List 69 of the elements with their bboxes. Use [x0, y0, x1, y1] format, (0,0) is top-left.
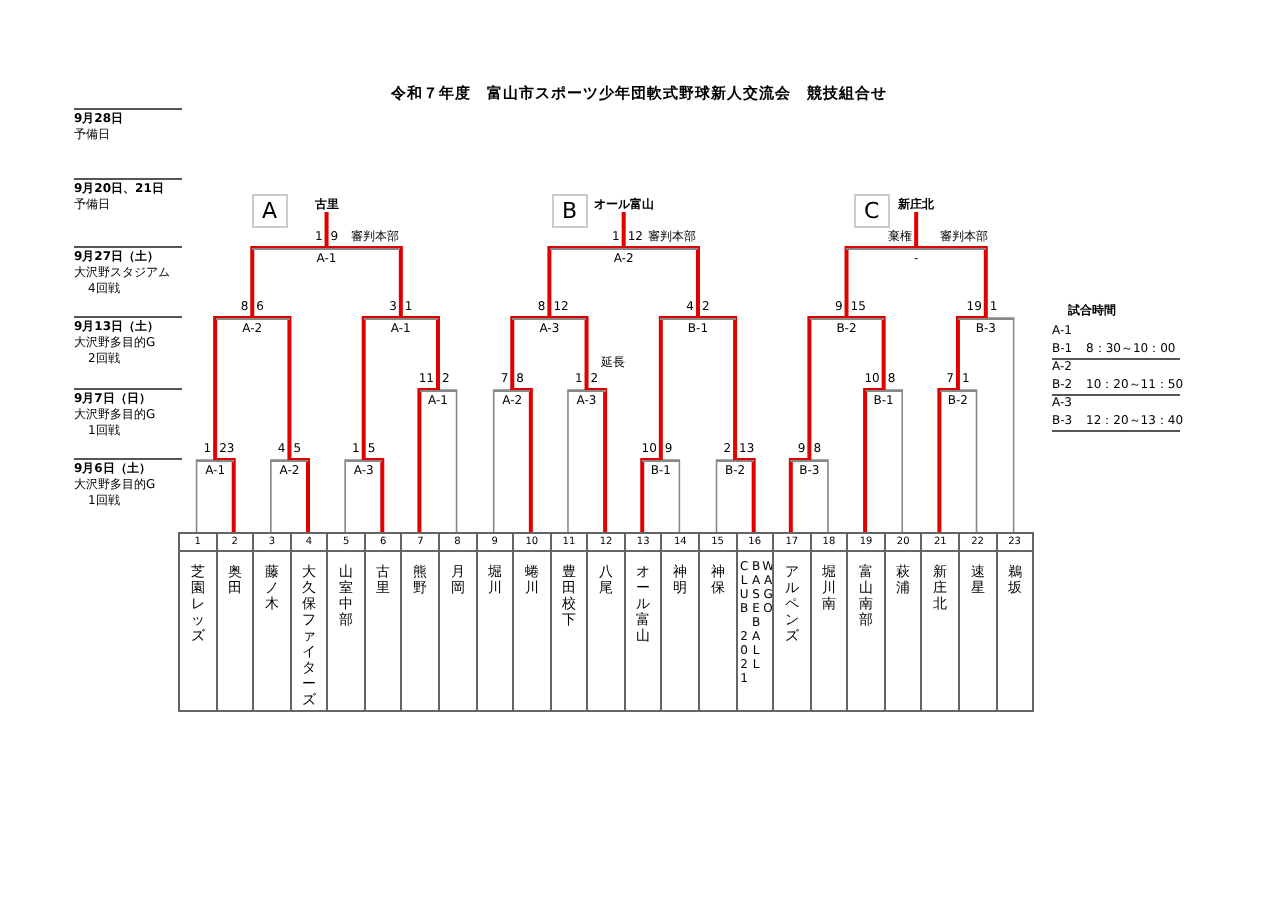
team-column [735, 532, 775, 712]
bracket-line [326, 246, 403, 318]
bracket-line [735, 458, 756, 532]
bracket-line [492, 389, 514, 533]
team-column [326, 532, 366, 712]
bracket-line [914, 212, 919, 248]
team-column [215, 532, 255, 712]
bracket-line [846, 316, 886, 390]
team-column [660, 532, 700, 712]
bracket-line [361, 316, 401, 460]
bracket-line [547, 246, 624, 318]
team-column [920, 532, 960, 712]
team-column [549, 532, 589, 712]
bracket-line [363, 458, 385, 532]
bracket-line [623, 246, 700, 318]
bracket-line [955, 316, 986, 390]
team-column [437, 532, 478, 712]
bracket-line [844, 246, 917, 318]
bracket-line [510, 316, 550, 390]
team-column [475, 532, 515, 712]
bracket-line [512, 388, 533, 532]
team-column [252, 532, 292, 712]
bracket-line [788, 458, 810, 532]
team-column [697, 532, 738, 712]
bracket-line [213, 316, 253, 460]
team-column [883, 532, 923, 712]
bracket-line [640, 458, 661, 532]
team-column [623, 532, 663, 712]
team-column [586, 532, 626, 712]
team-column [289, 532, 329, 712]
bracket-line [715, 459, 736, 533]
team-column [957, 532, 998, 712]
team-column [400, 532, 440, 712]
bracket-line [324, 212, 329, 248]
block-letter: B [552, 194, 588, 228]
bracket-line [985, 317, 1015, 533]
team-column [363, 532, 403, 712]
team-column [512, 532, 552, 712]
bracket-line [863, 388, 884, 532]
bracket-line [586, 388, 608, 532]
bracket-line [697, 316, 738, 460]
bracket-line [289, 458, 310, 532]
bracket-line [344, 459, 365, 533]
team-column [772, 532, 812, 712]
team-column [178, 532, 218, 712]
bracket-line [195, 459, 216, 533]
bracket-line [437, 389, 458, 533]
bracket-line [658, 316, 698, 460]
bracket-line [567, 389, 588, 533]
bracket-line [252, 316, 292, 460]
bracket-line [882, 389, 904, 533]
bracket-line [660, 459, 681, 533]
bracket-line [270, 459, 291, 533]
bracket-line [937, 388, 958, 532]
bracket-line [215, 458, 236, 532]
bracket-line [807, 316, 847, 460]
bracket-line [400, 316, 440, 390]
team-column [995, 532, 1035, 712]
block-letter: A [252, 194, 288, 228]
block-letter: C [854, 194, 890, 228]
team-column [809, 532, 849, 712]
bracket-line [808, 459, 829, 533]
bracket-line [549, 316, 589, 390]
team-column [846, 532, 886, 712]
bracket-line [621, 212, 626, 248]
bracket-line [417, 388, 438, 532]
bracket-line [916, 246, 988, 318]
bracket-line [250, 246, 327, 318]
bracket-line [957, 389, 978, 533]
